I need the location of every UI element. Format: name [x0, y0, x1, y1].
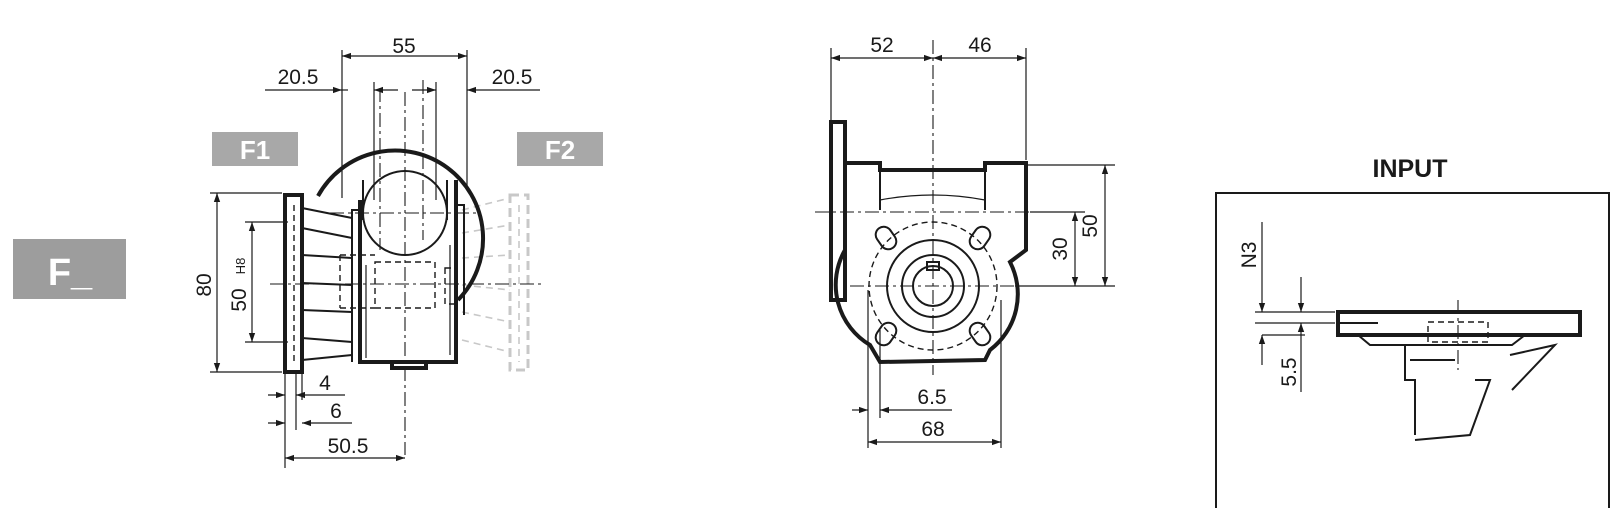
- housing-outline: [316, 148, 486, 302]
- f2-label: F2: [545, 135, 575, 165]
- front-housing-outline: [833, 161, 1028, 365]
- dim-80: 80: [193, 273, 216, 296]
- dim-30: 30: [1049, 237, 1072, 260]
- f1-flange-plate: [283, 193, 304, 374]
- dim-5-5: 5.5: [1278, 357, 1301, 386]
- tolerance-h8: H8: [233, 258, 248, 275]
- dim-4: 4: [319, 372, 331, 395]
- front-view: 52 46 30 50 6.5 68: [815, 34, 1115, 448]
- dim-52: 52: [870, 34, 893, 57]
- flange-code-label: F_: [48, 252, 93, 294]
- input-detail-frame: [1215, 192, 1610, 508]
- dim-68: 68: [921, 418, 944, 441]
- front-flange-plate: [829, 120, 847, 302]
- mounting-holes: [874, 225, 992, 347]
- dim-55: 55: [392, 35, 415, 58]
- dim-50-h8: 50: [228, 288, 251, 311]
- dim-20-5-right: 20.5: [492, 66, 533, 89]
- input-detail: INPUT N3 5.5: [1215, 155, 1610, 508]
- dim-46: 46: [968, 34, 991, 57]
- f1-label: F1: [240, 135, 270, 165]
- input-title: INPUT: [1373, 155, 1448, 183]
- dim-50-front: 50: [1079, 214, 1102, 237]
- dim-20-5-left: 20.5: [278, 66, 319, 89]
- dim-6: 6: [330, 400, 342, 423]
- f2-badge: F2: [517, 132, 603, 166]
- flange-code-badge: F_: [13, 239, 126, 299]
- f1-badge: F1: [212, 132, 298, 166]
- side-view: 55 20.5 20.5 80 50 H8 4 6 50.5: [193, 35, 545, 468]
- f2-ghost-flange: [461, 193, 530, 372]
- dim-n3: N3: [1238, 242, 1261, 269]
- dim-6-5: 6.5: [917, 386, 946, 409]
- dim-50-5: 50.5: [328, 435, 369, 458]
